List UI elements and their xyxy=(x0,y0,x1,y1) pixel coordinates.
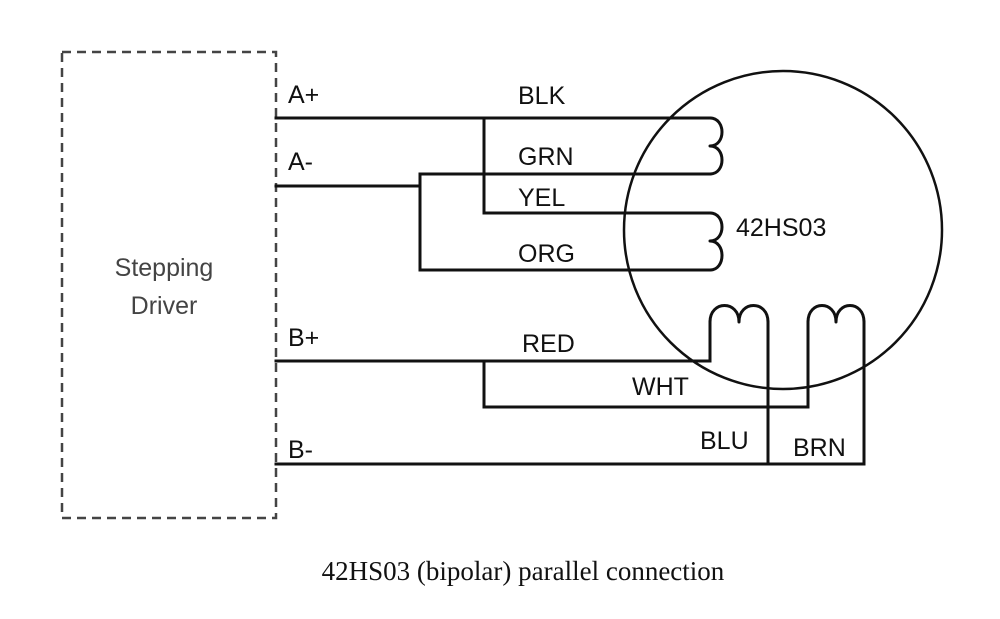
stepping-driver-box xyxy=(60,50,278,520)
coil-3 xyxy=(708,304,770,324)
wire-label-wht: WHT xyxy=(632,373,689,401)
motor-body xyxy=(622,69,944,391)
coil-2 xyxy=(708,211,724,272)
terminal-b-plus-label: B+ xyxy=(288,324,319,352)
wire-label-blu: BLU xyxy=(700,427,749,455)
wire-b-plus-red xyxy=(274,320,712,363)
wire-a-minus-org xyxy=(418,172,712,272)
terminal-a-minus-label: A- xyxy=(288,148,313,176)
coil-1 xyxy=(708,116,724,176)
wire-label-yel: YEL xyxy=(518,184,565,212)
driver-label-line1: Stepping xyxy=(115,254,214,282)
wire-b-plus-wht xyxy=(482,320,810,409)
diagram-caption: 42HS03 (bipolar) parallel connection xyxy=(322,556,725,586)
wire-label-grn: GRN xyxy=(518,143,574,171)
coil-4 xyxy=(806,304,866,324)
wire-label-brn: BRN xyxy=(793,434,846,462)
driver-label-line2: Driver xyxy=(131,292,198,320)
terminal-a-plus-label: A+ xyxy=(288,81,319,109)
wire-label-org: ORG xyxy=(518,240,575,268)
terminal-b-minus-label: B- xyxy=(288,436,313,464)
wire-a-minus-grn xyxy=(274,172,712,188)
wire-label-red: RED xyxy=(522,330,575,358)
wire-a-plus-yel xyxy=(482,116,712,215)
wire-label-blk: BLK xyxy=(518,82,566,110)
motor-model-label: 42HS03 xyxy=(736,214,826,242)
